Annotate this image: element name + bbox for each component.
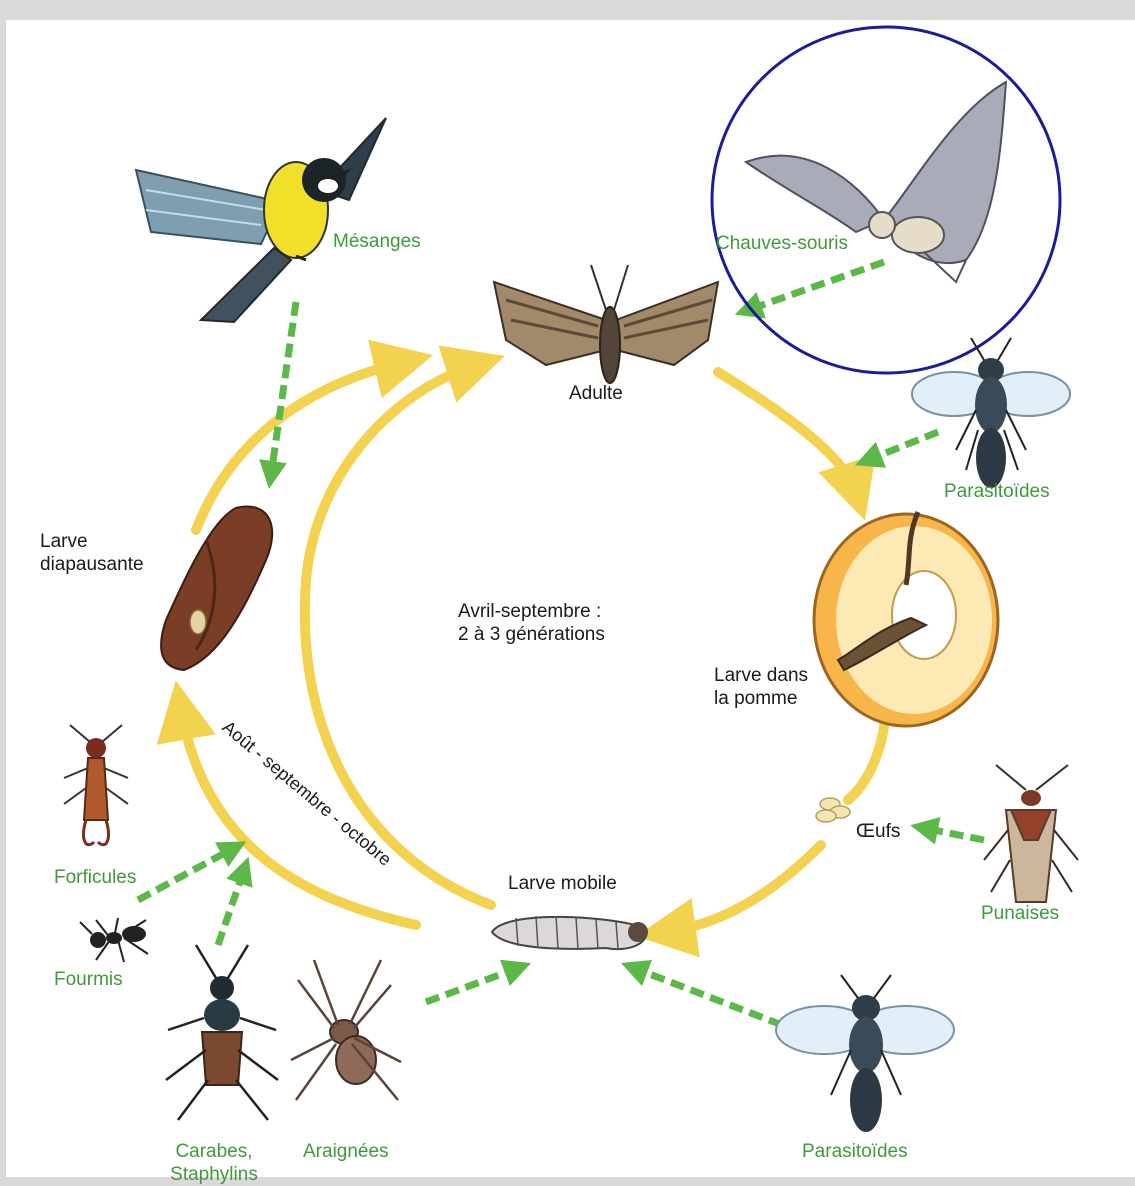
bat-highlight-circle [712,27,1060,373]
arrow-bugs [924,828,984,840]
earwig-icon [64,725,128,845]
predator-label-parasitoids-top: Parasitoïdes [944,480,1050,503]
diagram-graphics [6,20,1135,1177]
arrow-parasitoids-bottom [634,968,782,1025]
stage-label-mobile-larva: Larve mobile [508,872,617,895]
adult-moth-icon [494,265,718,383]
predator-label-earwigs: Forficules [54,866,136,889]
arrow-diapause-to-adult [196,362,404,530]
diagram-canvas: Adulte Larve dans la pomme Œufs Larve mo… [6,20,1135,1177]
beetle-icon [166,945,278,1120]
spider-icon [291,960,401,1100]
bark-diapausing-larva-icon [161,507,272,670]
bug-icon [984,765,1078,902]
predator-label-parasitoids-bottom: Parasitoïdes [802,1140,908,1163]
arrow-earwigs [138,848,234,900]
predator-label-bats: Chauves-souris [716,232,848,255]
parasitoid-wasp-top-icon [912,338,1070,488]
predator-label-spiders: Araignées [303,1140,389,1163]
cycle-arrows [181,362,886,932]
predator-label-beetles: Carabes, Staphylins [166,1140,262,1186]
stage-label-eggs: Œufs [856,820,900,843]
arrow-spiders [426,968,518,1002]
predator-label-ants: Fourmis [54,968,123,991]
ant-icon [80,918,148,962]
arrow-bats [748,262,884,310]
stage-label-adult: Adulte [569,382,623,405]
arrow-autumn-to-diapause [181,710,416,925]
period-label-summer: Avril-septembre : 2 à 3 générations [458,600,605,646]
tit-bird-icon [136,118,386,322]
arrow-tits [271,302,296,475]
mobile-larva-icon [492,916,648,949]
arrow-beetles [218,870,244,945]
predator-label-bugs: Punaises [981,902,1059,925]
stage-label-diapausing-larva: Larve diapausante [40,530,144,576]
stage-label-larva-in-apple: Larve dans la pomme [714,664,808,710]
apple-cross-section-icon [814,512,998,726]
arrow-eggs-to-mobile-larva [666,845,821,932]
parasitoid-wasp-bottom-icon [776,975,954,1132]
predator-label-tits: Mésanges [333,230,421,253]
arrow-adult-to-apple [718,372,856,492]
arrow-parasitoids-top [868,432,938,460]
